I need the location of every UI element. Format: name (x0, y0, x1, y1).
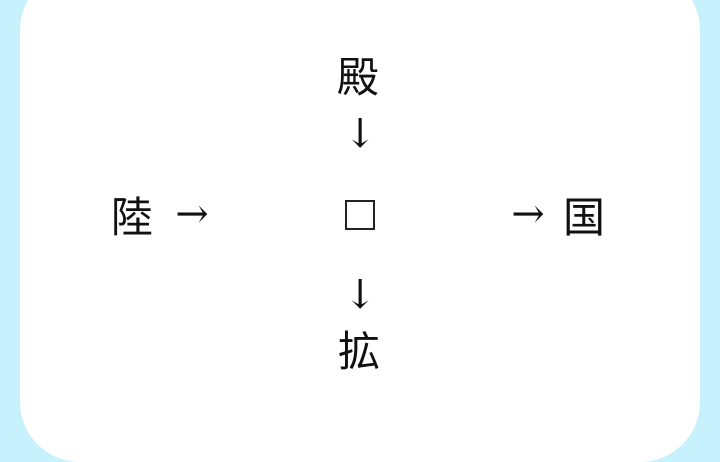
answer-placeholder-box (345, 200, 375, 230)
puzzle-card (20, 0, 700, 462)
left-kanji: 陸 (110, 193, 154, 242)
top-kanji: 殿 (336, 53, 380, 102)
arrow-down-icon: ↓ (343, 111, 377, 157)
arrow-down-icon: ↓ (343, 272, 377, 318)
arrow-right-icon: → (175, 191, 209, 237)
right-kanji: 国 (562, 193, 606, 242)
arrow-right-icon: → (511, 191, 545, 237)
bottom-kanji: 拡 (337, 327, 381, 376)
